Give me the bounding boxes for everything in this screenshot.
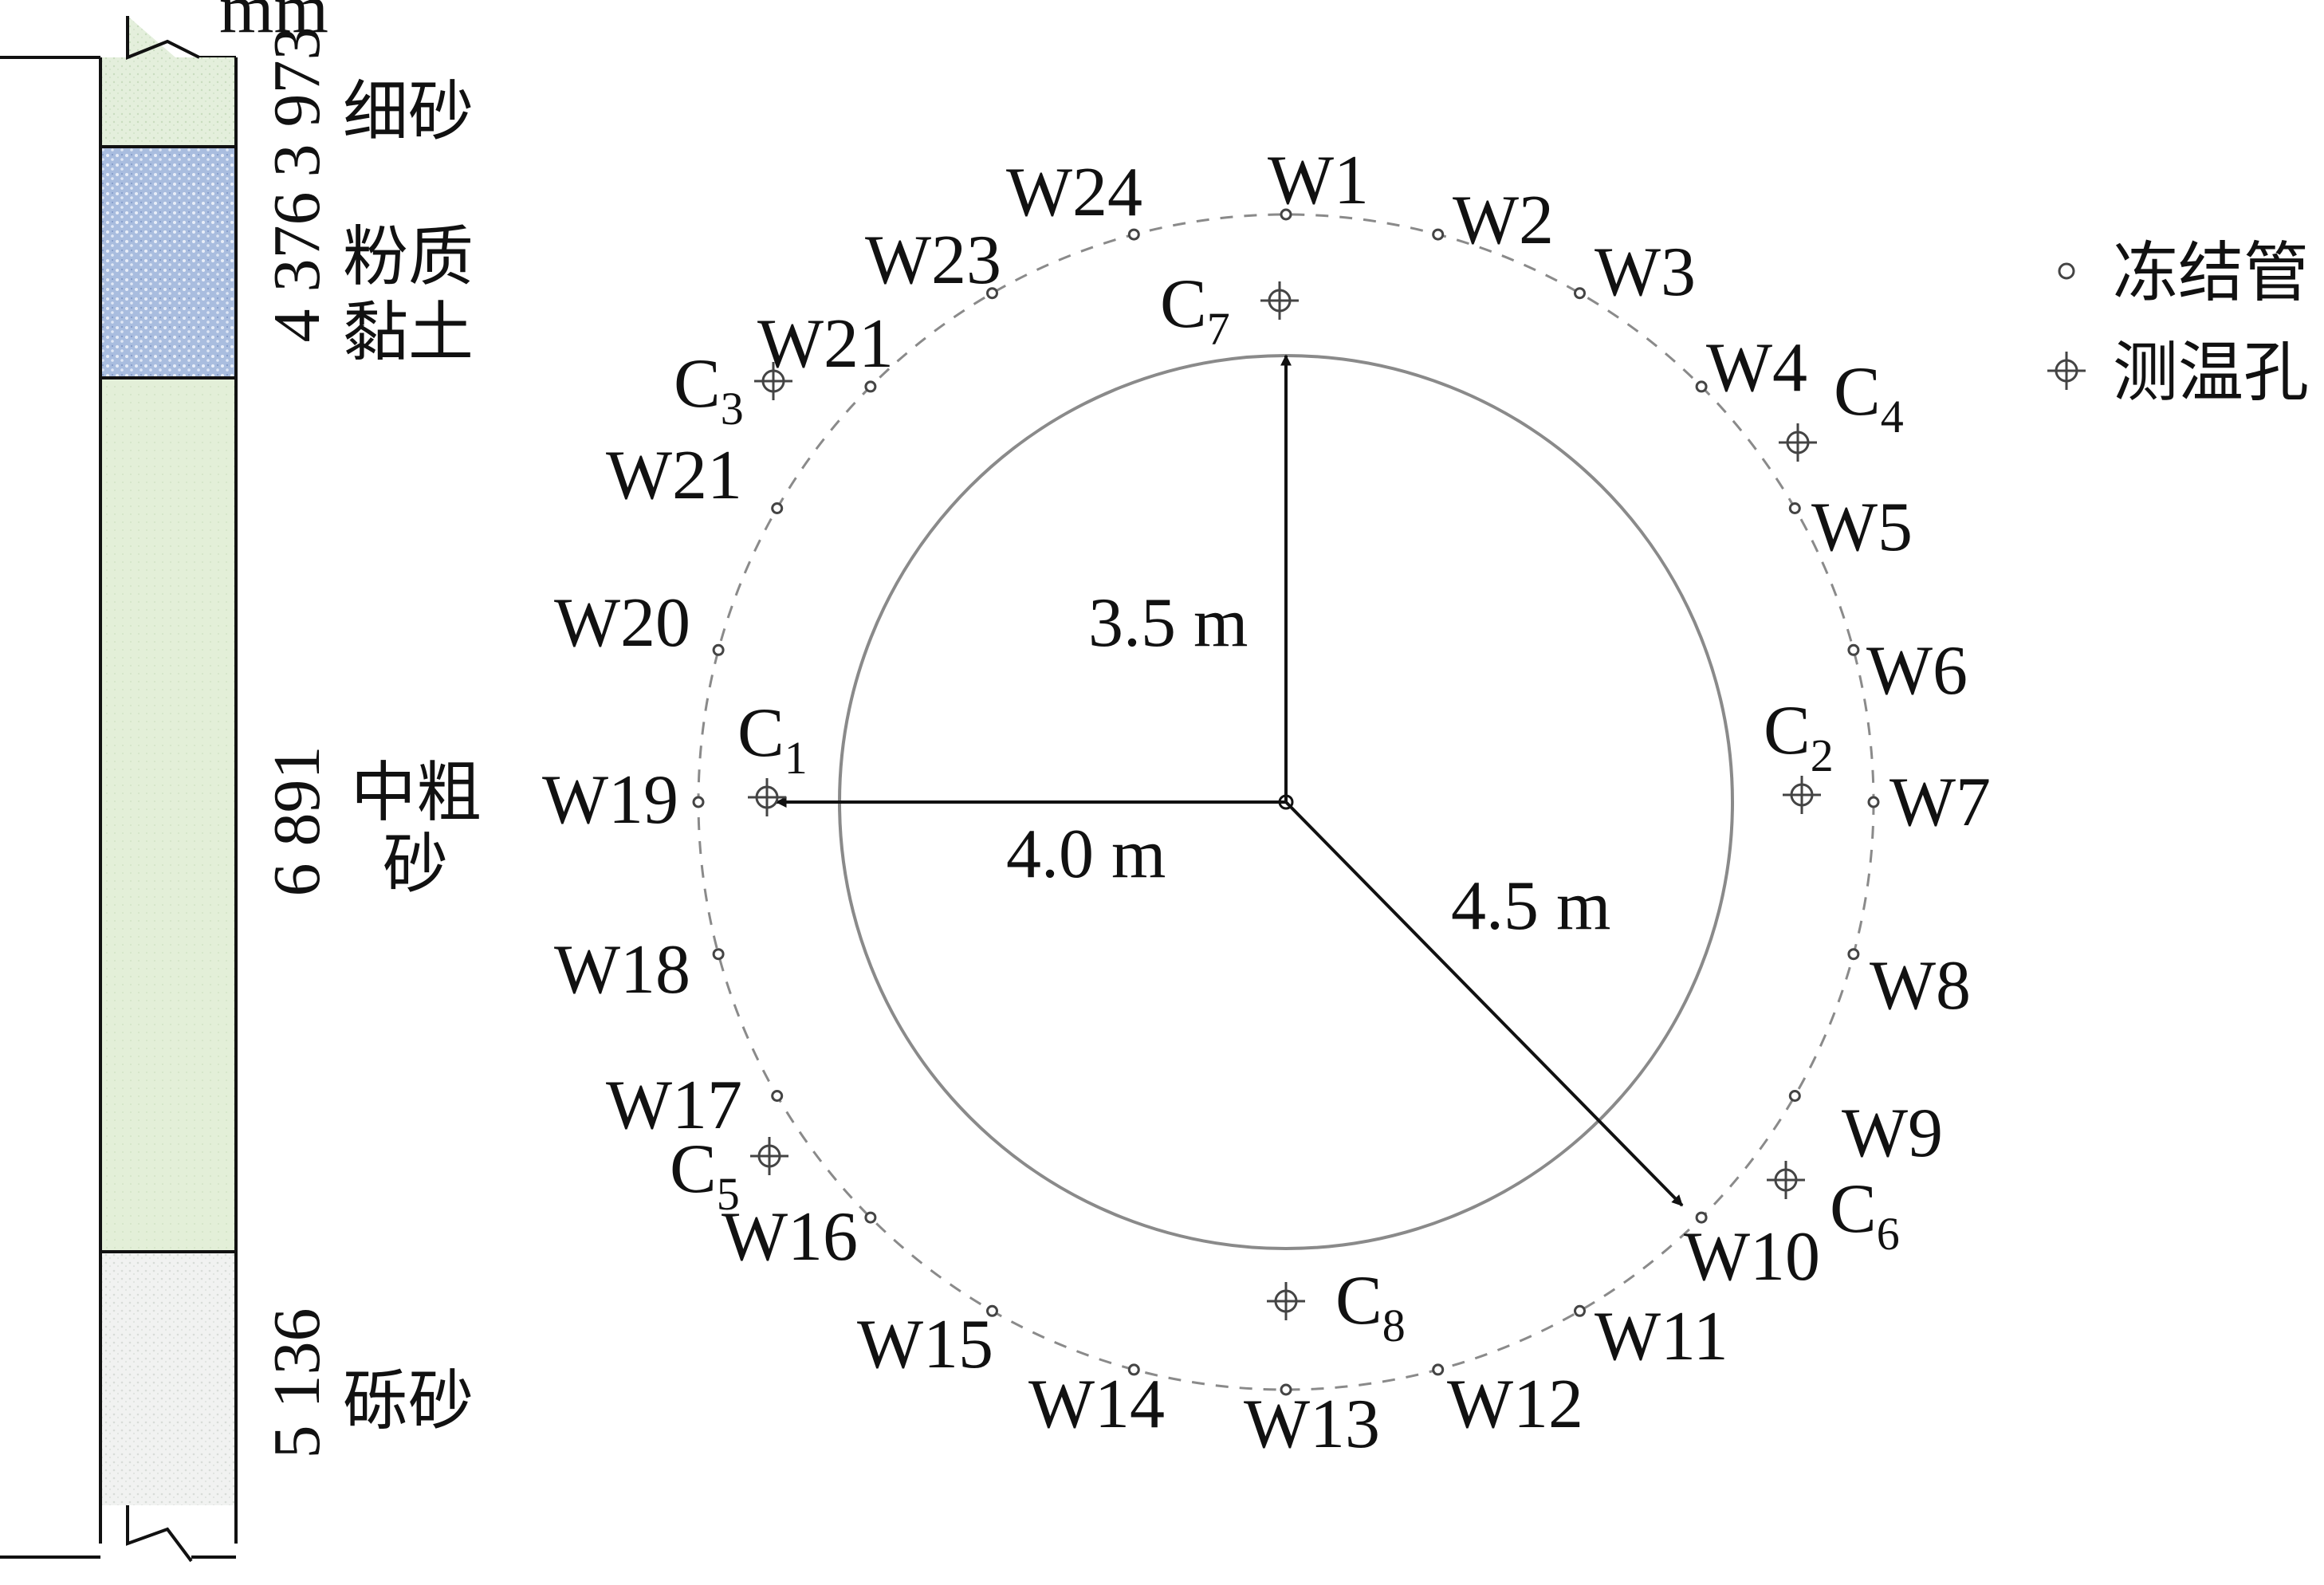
sensor-hole-marker	[1267, 1282, 1305, 1320]
sensor-hole-label: C1	[737, 694, 808, 784]
freeze-pipe-label: W23	[865, 222, 1001, 299]
freeze-pipe-marker	[1867, 796, 1880, 808]
freeze-pipe-marker	[712, 643, 725, 656]
freeze-pipe-label: W3	[1595, 234, 1696, 311]
freeze-pipe-marker	[986, 1304, 998, 1317]
freeze-pipe-marker	[771, 1090, 784, 1102]
legend-sensor-hole-icon	[2047, 352, 2086, 390]
sensor-hole-marker	[754, 362, 792, 400]
layer-fine-sand-top	[128, 16, 175, 57]
freeze-pipe-label: W8	[1870, 947, 1971, 1025]
freeze-pipe-marker	[986, 287, 998, 300]
freeze-pipe-marker	[1432, 228, 1445, 241]
sensor-hole-label: C5	[670, 1131, 740, 1220]
freeze-pipe-label: W13	[1244, 1386, 1380, 1463]
layer-gravel-sand	[100, 1252, 236, 1505]
freeze-pipe-marker	[1280, 1383, 1292, 1396]
freeze-pipe-marker	[864, 1211, 877, 1224]
radius-label-sensor: 4.0 m	[1006, 816, 1166, 893]
column-outline	[99, 57, 238, 1544]
freeze-pipe-marker	[771, 502, 784, 514]
freeze-pipe-label: W21	[606, 437, 742, 514]
freeze-pipe-label: W7	[1889, 764, 1991, 841]
freeze-pipe-marker	[712, 948, 725, 961]
freeze-pipe-label: W16	[722, 1198, 858, 1276]
sensor-hole-label: C3	[674, 345, 744, 435]
legend-sensor-hole-label: 测温孔	[2113, 335, 2309, 411]
legend-freeze-pipe-icon	[2058, 262, 2075, 280]
break-symbol-top	[126, 16, 200, 60]
layer-name-medium-coarse-sand-1: 中粗	[351, 755, 482, 831]
freeze-pipe-marker	[1127, 1363, 1140, 1376]
layer-name-silty-clay-1: 粉质	[343, 219, 474, 295]
freeze-pipe-marker	[1847, 948, 1860, 961]
legend-freeze-pipe-label: 冻结管	[2113, 235, 2309, 311]
freeze-pipe-label: W17	[606, 1067, 742, 1144]
break-symbol-bottom	[126, 1505, 193, 1563]
radius-arrow-diagonal	[1284, 800, 1684, 1207]
freeze-pipe-label: W18	[554, 931, 690, 1009]
freeze-pipe-label: W4	[1706, 329, 1807, 407]
freeze-pipe-marker	[692, 796, 705, 808]
sensor-hole-marker	[1260, 281, 1299, 320]
sensor-hole-marker	[750, 1137, 788, 1175]
unit-label: mm	[219, 0, 328, 48]
freeze-pipe-label: W5	[1811, 489, 1913, 566]
layer-fine-sand	[100, 57, 236, 147]
freeze-pipe-marker	[1127, 228, 1140, 241]
freeze-pipe-marker	[1280, 208, 1292, 221]
layer-name-gravel-sand: 砾砂	[343, 1363, 474, 1439]
thickness-gravel-sand: 5 136	[260, 1308, 334, 1459]
thickness-medium-coarse-sand: 6 891	[260, 746, 334, 897]
freeze-pipe-marker	[864, 380, 877, 393]
layer-silty-clay	[100, 147, 236, 378]
freeze-pipe-label: W6	[1866, 632, 1968, 710]
sensor-hole-label: C4	[1834, 353, 1904, 442]
freeze-pipe-label: W20	[554, 584, 690, 662]
sensor-hole-marker	[1767, 1161, 1805, 1199]
sensor-hole-marker	[748, 778, 786, 816]
freeze-pipe-marker	[1574, 1304, 1586, 1317]
freeze-pipe-marker	[1788, 1090, 1801, 1102]
freeze-pipe-label: W1	[1268, 142, 1369, 219]
layer-name-fine-sand: 细砂	[343, 74, 474, 150]
radius-label-pipes: 4.5 m	[1451, 867, 1610, 945]
layer-name-silty-clay-2: 黏土	[343, 295, 474, 371]
freeze-pipe-label: W14	[1028, 1366, 1165, 1443]
freeze-pipe-label: W15	[857, 1306, 993, 1383]
freeze-pipe-label: W2	[1453, 182, 1554, 259]
freeze-pipe-marker	[1432, 1363, 1445, 1376]
legend: 冻结管 测温孔	[2047, 235, 2309, 411]
sensor-hole-marker	[1779, 423, 1817, 462]
sensor-hole-label: C6	[1830, 1170, 1900, 1260]
thickness-silty-clay: 4 376	[260, 192, 334, 343]
freeze-pipe-label: W9	[1842, 1095, 1943, 1172]
thickness-fine-sand: 3 973	[260, 27, 334, 178]
freeze-pipe-marker	[1695, 380, 1708, 393]
sensor-hole-label: C2	[1764, 692, 1834, 781]
layer-name-medium-coarse-sand-2: 砂	[383, 827, 448, 903]
soil-column: mm 3 973 4 376 6 891 5 136 细砂 粉质 黏土 中粗 砂…	[0, 0, 482, 1563]
freeze-pipe-label: W24	[1006, 154, 1142, 231]
layer-medium-coarse-sand	[100, 378, 236, 1252]
freeze-pipe-label: W10	[1684, 1218, 1820, 1296]
freeze-pipe-marker	[1847, 643, 1860, 656]
freeze-pipe-marker	[1695, 1211, 1708, 1224]
freeze-pipe-label: W12	[1447, 1366, 1583, 1443]
freeze-pipe-label: W19	[542, 761, 678, 839]
freeze-pipe-label: W21	[757, 305, 894, 383]
freeze-pipe-label: W11	[1595, 1298, 1728, 1375]
sensor-hole-marker	[1783, 776, 1821, 814]
freeze-pipe-marker	[1574, 287, 1586, 300]
plan-view: 3.5 m 4.0 m 4.5 m W1W2W3W4W5W6W7W8W9W10W…	[542, 142, 1991, 1463]
sensor-hole-label: C7	[1160, 265, 1230, 355]
sensor-hole-label: C8	[1335, 1262, 1406, 1351]
freeze-pipe-marker	[1788, 502, 1801, 514]
radius-label-inner: 3.5 m	[1088, 584, 1248, 662]
